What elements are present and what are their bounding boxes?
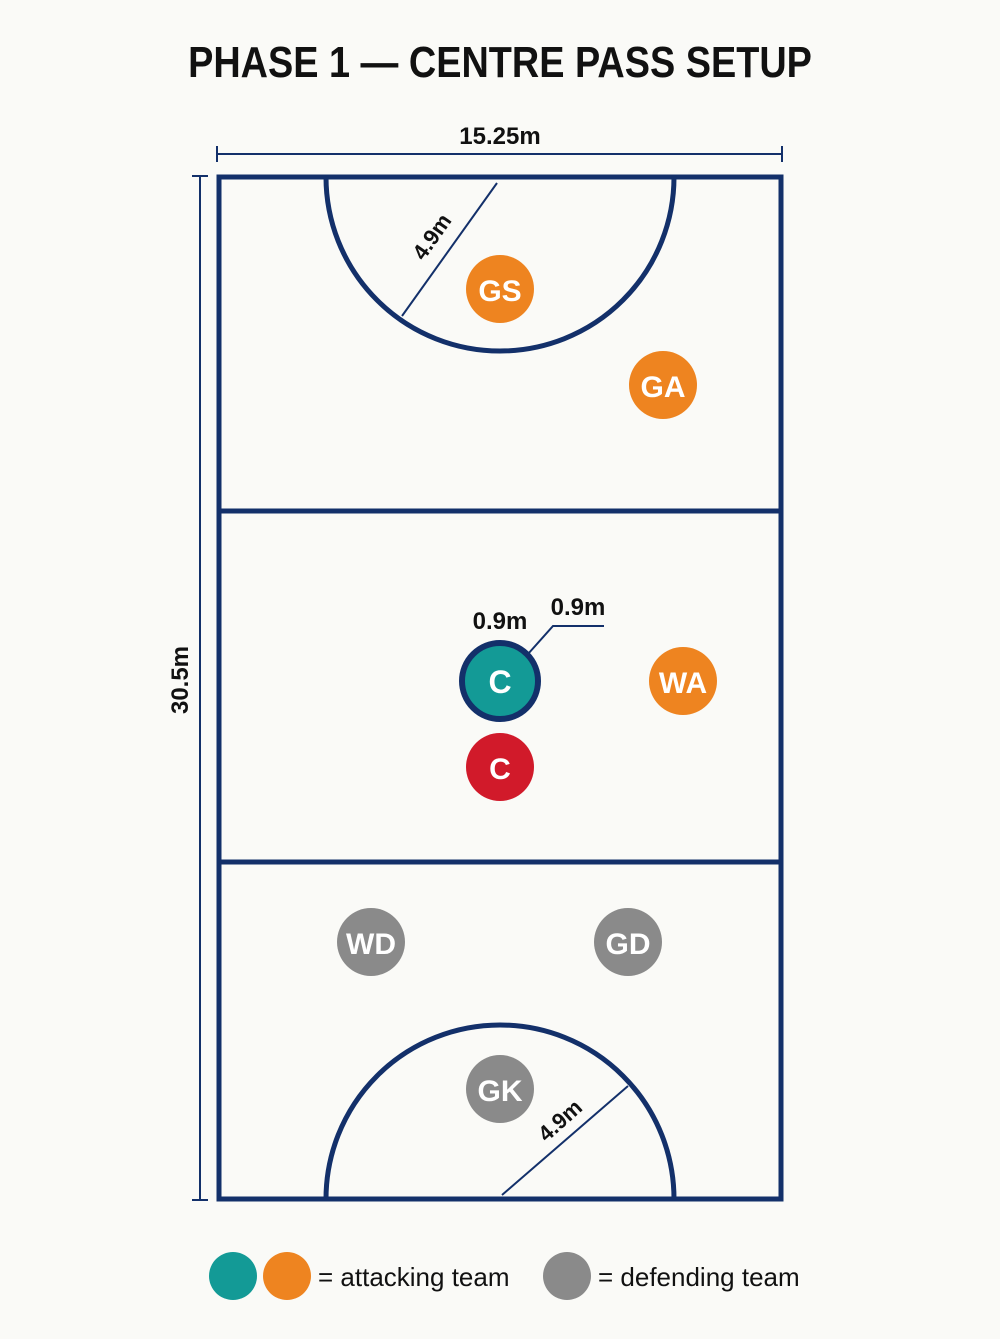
centre-circle-leader-line [527, 625, 604, 655]
centre-circle-label-b: 0.9m [551, 594, 606, 621]
legend-attacking-label: = attacking team [318, 1262, 510, 1292]
player-c-attacking: C [459, 640, 541, 722]
svg-text:GA: GA [641, 371, 686, 404]
length-dimension: 30.5m [167, 175, 208, 1201]
diagram-title: PHASE 1 — CENTRE PASS SETUP [188, 38, 812, 87]
svg-text:WD: WD [346, 928, 396, 961]
player-gd: GD [594, 908, 662, 976]
player-gk: GK [466, 1055, 534, 1123]
length-label: 30.5m [167, 646, 194, 714]
radius-line-bottom [501, 1085, 629, 1196]
player-wd: WD [337, 908, 405, 976]
court-boundary [216, 174, 784, 1202]
player-gs: GS [466, 255, 534, 323]
svg-text:C: C [488, 664, 511, 700]
player-c-defending: C [466, 733, 534, 801]
legend: = attacking team = defending team [0, 1252, 1000, 1302]
goal-circle-bottom [323, 1022, 677, 1200]
svg-text:GS: GS [478, 275, 521, 308]
radius-line-top [401, 182, 498, 317]
radius-label-bottom: 4.9m [533, 1094, 587, 1146]
legend-teal-dot [209, 1252, 257, 1300]
svg-text:GK: GK [478, 1075, 523, 1108]
svg-text:WA: WA [659, 667, 707, 700]
legend-orange-dot [263, 1252, 311, 1300]
width-dimension: 15.25m [216, 123, 783, 162]
centre-circle-label-a: 0.9m [473, 608, 528, 635]
radius-label-top: 4.9m [407, 209, 456, 264]
svg-text:GD: GD [606, 928, 651, 961]
player-wa: WA [649, 647, 717, 715]
svg-text:C: C [489, 753, 511, 786]
legend-defending-label: = defending team [598, 1262, 800, 1292]
player-ga: GA [629, 351, 697, 419]
goal-circle-top [323, 176, 677, 354]
width-label: 15.25m [459, 123, 540, 150]
legend-grey-dot [543, 1252, 591, 1300]
